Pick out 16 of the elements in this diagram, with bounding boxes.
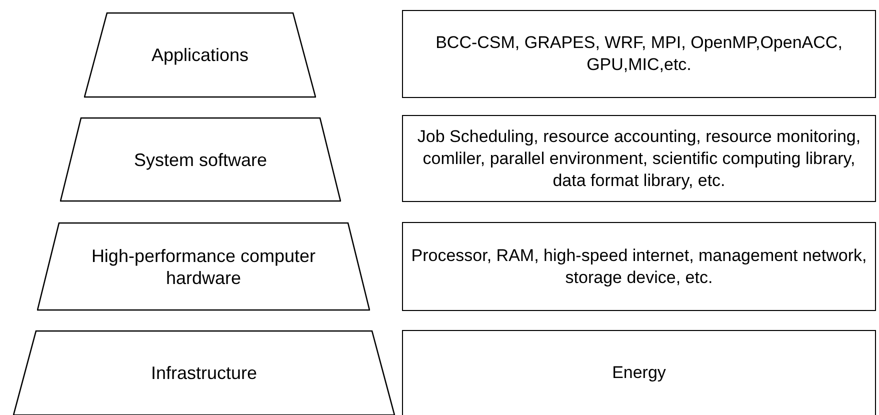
layer-trapezoid — [84, 12, 316, 98]
layer-trapezoid — [60, 117, 341, 202]
description-box — [402, 222, 876, 311]
description-text: Energy — [611, 362, 667, 384]
description-text: Job Scheduling, resource accounting, resource monitoring, comliler, parallel environment, scientific computing library, data format library, etc. — [416, 126, 862, 192]
description-box — [402, 10, 876, 98]
layer-trapezoid — [13, 330, 395, 415]
layer-label: System software — [132, 148, 268, 170]
layer-label: Infrastructure — [150, 362, 258, 384]
description-text: BCC-CSM, GRAPES, WRF, MPI, OpenMP,OpenACC, GPU,MIC,etc. — [434, 32, 844, 76]
description-text: Processor, RAM, high-speed internet, management network, storage device, etc. — [410, 244, 868, 288]
layer-label: High-performance computer hardware — [90, 244, 317, 288]
description-box — [402, 330, 876, 415]
layer-trapezoid — [37, 222, 370, 311]
layer-label: Applications — [150, 44, 250, 66]
description-box — [402, 115, 876, 202]
